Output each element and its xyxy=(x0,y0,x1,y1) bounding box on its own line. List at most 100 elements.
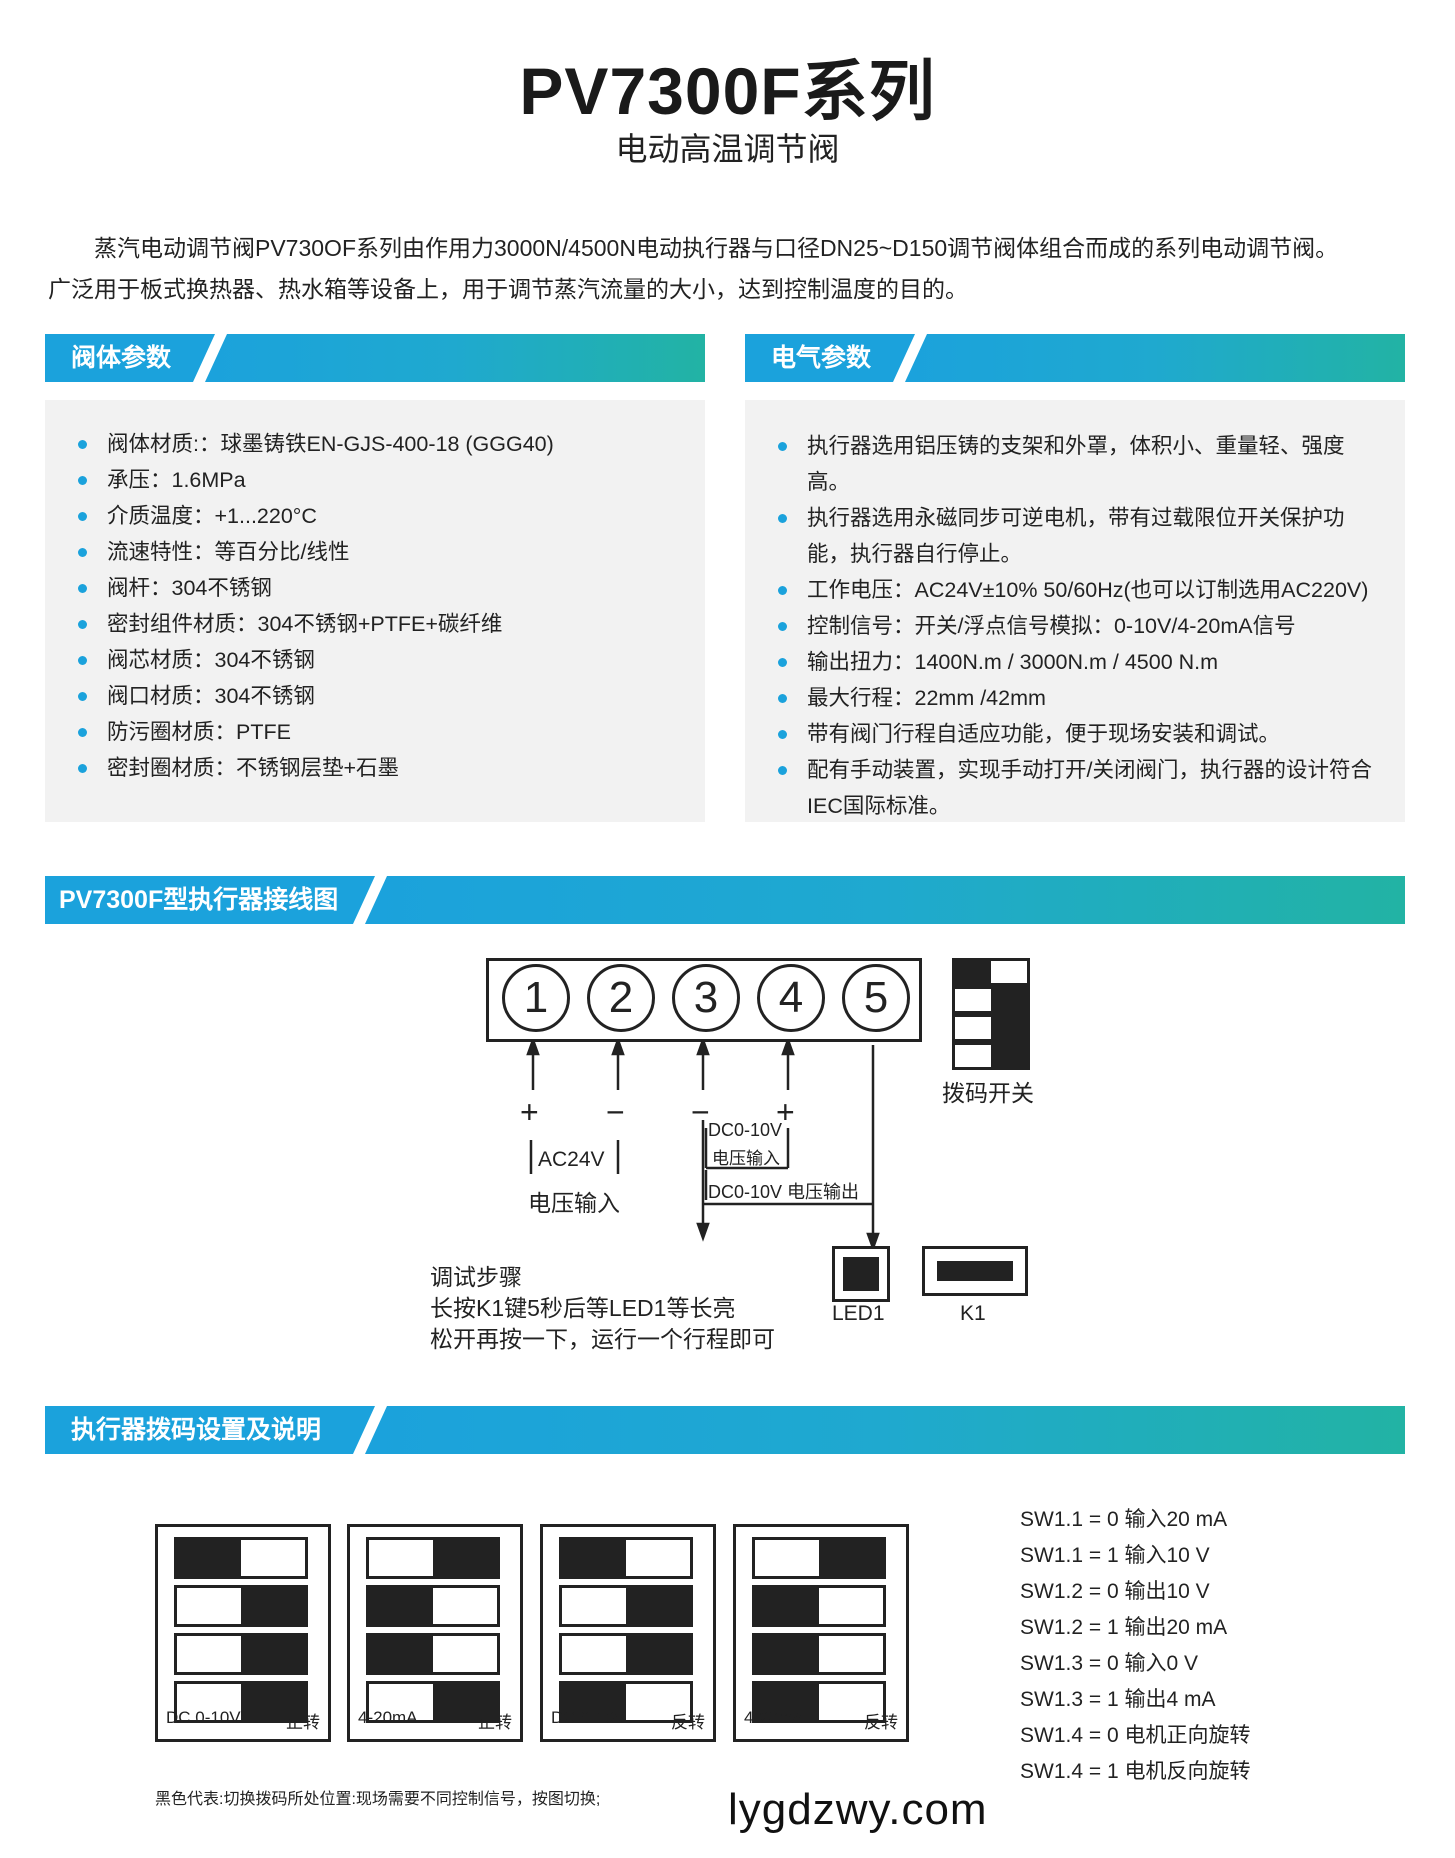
dip-switch-4 xyxy=(559,1681,693,1723)
dip-switch-knob xyxy=(241,1636,305,1672)
list-item: 阀体材质:：球墨铸铁EN-GJS-400-18 (GGG40) xyxy=(45,426,705,462)
dip-switch-4 xyxy=(174,1681,308,1723)
dip-switch-knob xyxy=(369,1588,433,1624)
dip-switch-3 xyxy=(559,1633,693,1675)
plus-mark-4: + xyxy=(776,1094,795,1130)
dc-output-label: DC0-10V 电压输出 xyxy=(708,1182,860,1202)
dip-switch-knob xyxy=(755,1636,819,1672)
dip-settings-header: 执行器拨码设置及说明 xyxy=(45,1406,1405,1454)
dip-switch-knob xyxy=(369,1636,433,1672)
wiring-heading: PV7300F型执行器接线图 xyxy=(45,876,375,924)
step-1: 长按K1键5秒后等LED1等长亮 xyxy=(430,1295,736,1321)
list-item: 密封圈材质：不锈钢层垫+石墨 xyxy=(45,750,705,786)
header-bar xyxy=(365,876,1405,924)
dip-switch-1 xyxy=(366,1537,500,1579)
list-item: 控制信号：开关/浮点信号模拟：0-10V/4-20mA信号 xyxy=(745,608,1385,644)
dip-switch-knob xyxy=(433,1540,497,1576)
legend-item: SW1.2 = 1 输出20 mA xyxy=(1020,1616,1228,1639)
dip-direction-label: 反转 xyxy=(671,1713,705,1732)
dip-switch-knob xyxy=(241,1684,305,1720)
electrical-params-header: 电气参数 xyxy=(745,334,1405,382)
legend-item: SW1.4 = 0 电机正向旋转 xyxy=(1020,1724,1251,1747)
dip-switch-knob xyxy=(819,1540,883,1576)
dip-switch-knob xyxy=(433,1684,497,1720)
legend-item: SW1.2 = 0 输出10 V xyxy=(1020,1580,1210,1603)
list-item: 承压：1.6MPa xyxy=(45,462,705,498)
dip-direction-label: 正转 xyxy=(478,1713,512,1732)
legend-item: SW1.3 = 1 输出4 mA xyxy=(1020,1688,1216,1711)
terminal-4: 4 xyxy=(757,964,825,1032)
list-item: 输出扭力：1400N.m / 3000N.m / 4500 N.m xyxy=(745,644,1385,680)
list-item: 介质温度：+1...220°C xyxy=(45,498,705,534)
electrical-params-list: 执行器选用铝压铸的支架和外罩，体积小、重量轻、强度高。 执行器选用永磁同步可逆电… xyxy=(745,400,1405,824)
dip-switch-1 xyxy=(559,1537,693,1579)
list-item: 带有阀门行程自适应功能，便于现场安装和调试。 xyxy=(745,716,1385,752)
legend-item: SW1.3 = 0 输入0 V xyxy=(1020,1652,1198,1675)
dip-switch-1 xyxy=(174,1537,308,1579)
led1-label: LED1 xyxy=(832,1302,885,1325)
legend-item: SW1.1 = 1 输入10 V xyxy=(1020,1544,1210,1567)
dip-signal-label: DC 0-10V xyxy=(166,1708,241,1727)
list-item: 阀口材质：304不锈钢 xyxy=(45,678,705,714)
dip-switch-2 xyxy=(752,1585,886,1627)
list-item: 配有手动装置，实现手动打开/关闭阀门，执行器的设计符合IEC国际标准。 xyxy=(745,752,1385,824)
header-bar xyxy=(365,1406,1405,1454)
step-2: 松开再按一下，运行一个行程即可 xyxy=(430,1326,775,1352)
dip-direction-label: 反转 xyxy=(864,1713,898,1732)
dip-caption: 4-20mA 正转 xyxy=(358,1708,512,1733)
dip-switch-knob xyxy=(626,1588,690,1624)
valve-params-panel: 阀体材质:：球墨铸铁EN-GJS-400-18 (GGG40) 承压：1.6MP… xyxy=(45,400,705,822)
list-item: 执行器选用永磁同步可逆电机，带有过载限位开关保护功能，执行器自行停止。 xyxy=(745,500,1385,572)
valve-params-list: 阀体材质:：球墨铸铁EN-GJS-400-18 (GGG40) 承压：1.6MP… xyxy=(45,400,705,786)
dip-switch-knob xyxy=(241,1588,305,1624)
dip-setting-box: DC 0-10V 正转 xyxy=(155,1524,331,1742)
dip-switch-3 xyxy=(366,1633,500,1675)
wiring-header: PV7300F型执行器接线图 xyxy=(45,876,1405,924)
list-item: 阀芯材质：304不锈钢 xyxy=(45,642,705,678)
list-item: 工作电压：AC24V±10% 50/60Hz(也可以订制选用AC220V) xyxy=(745,572,1385,608)
k1-button xyxy=(922,1246,1028,1296)
header-bar xyxy=(205,334,705,382)
dip-switch-knob xyxy=(177,1540,241,1576)
list-item: 防污圈材质：PTFE xyxy=(45,714,705,750)
list-item: 最大行程：22mm /42mm xyxy=(745,680,1385,716)
list-item: 流速特性：等百分比/线性 xyxy=(45,534,705,570)
dip-switch-3 xyxy=(174,1633,308,1675)
dip-switch-label: 拨码开关 xyxy=(942,1080,1034,1106)
list-item: 执行器选用铝压铸的支架和外罩，体积小、重量轻、强度高。 xyxy=(745,428,1385,500)
dip-switch-mini-2 xyxy=(952,986,1030,1014)
debug-steps: 调试步骤 长按K1键5秒后等LED1等长亮 松开再按一下，运行一个行程即可 xyxy=(430,1262,775,1355)
terminal-2: 2 xyxy=(587,964,655,1032)
terminal-3: 3 xyxy=(672,964,740,1032)
dip-settings-heading: 执行器拨码设置及说明 xyxy=(45,1406,375,1454)
sw-legend: SW1.1 = 0 输入20 mA SW1.1 = 1 输入10 V SW1.2… xyxy=(1020,1502,1250,1790)
dip-direction-label: 正转 xyxy=(286,1713,320,1732)
dip-switch-knob xyxy=(755,1684,819,1720)
electrical-params-heading: 电气参数 xyxy=(745,334,915,382)
dip-switch-mini-1 xyxy=(952,958,1030,986)
dip-switch-2 xyxy=(366,1585,500,1627)
dip-caption: DC 0-10V 正转 xyxy=(166,1708,320,1733)
terminal-1: 1 xyxy=(502,964,570,1032)
dip-switch-1 xyxy=(752,1537,886,1579)
voltage-input-label: 电压输入 xyxy=(528,1190,620,1216)
dc-input-bottom-label: 电压输入 xyxy=(712,1149,780,1168)
dip-switch-knob xyxy=(755,1588,819,1624)
dip-note: 黑色代表:切换拨码所处位置:现场需要不同控制信号，按图切换; xyxy=(155,1791,601,1808)
dip-switch-knob xyxy=(562,1540,626,1576)
plus-mark-1: + xyxy=(520,1094,539,1130)
dip-signal-label: 4-20mA xyxy=(358,1708,418,1727)
valve-params-heading: 阀体参数 xyxy=(45,334,215,382)
dip-switch-2 xyxy=(559,1585,693,1627)
dip-switch-mini-3 xyxy=(952,1014,1030,1042)
minus-mark-3: − xyxy=(691,1094,710,1130)
website-url: lygdzwy.com xyxy=(728,1785,988,1834)
k1-label: K1 xyxy=(960,1302,986,1325)
dc-input-top-label: DC0-10V xyxy=(708,1120,783,1140)
dip-switch-4 xyxy=(366,1681,500,1723)
dip-setting-box: 4-20mA 正转 xyxy=(347,1524,523,1742)
